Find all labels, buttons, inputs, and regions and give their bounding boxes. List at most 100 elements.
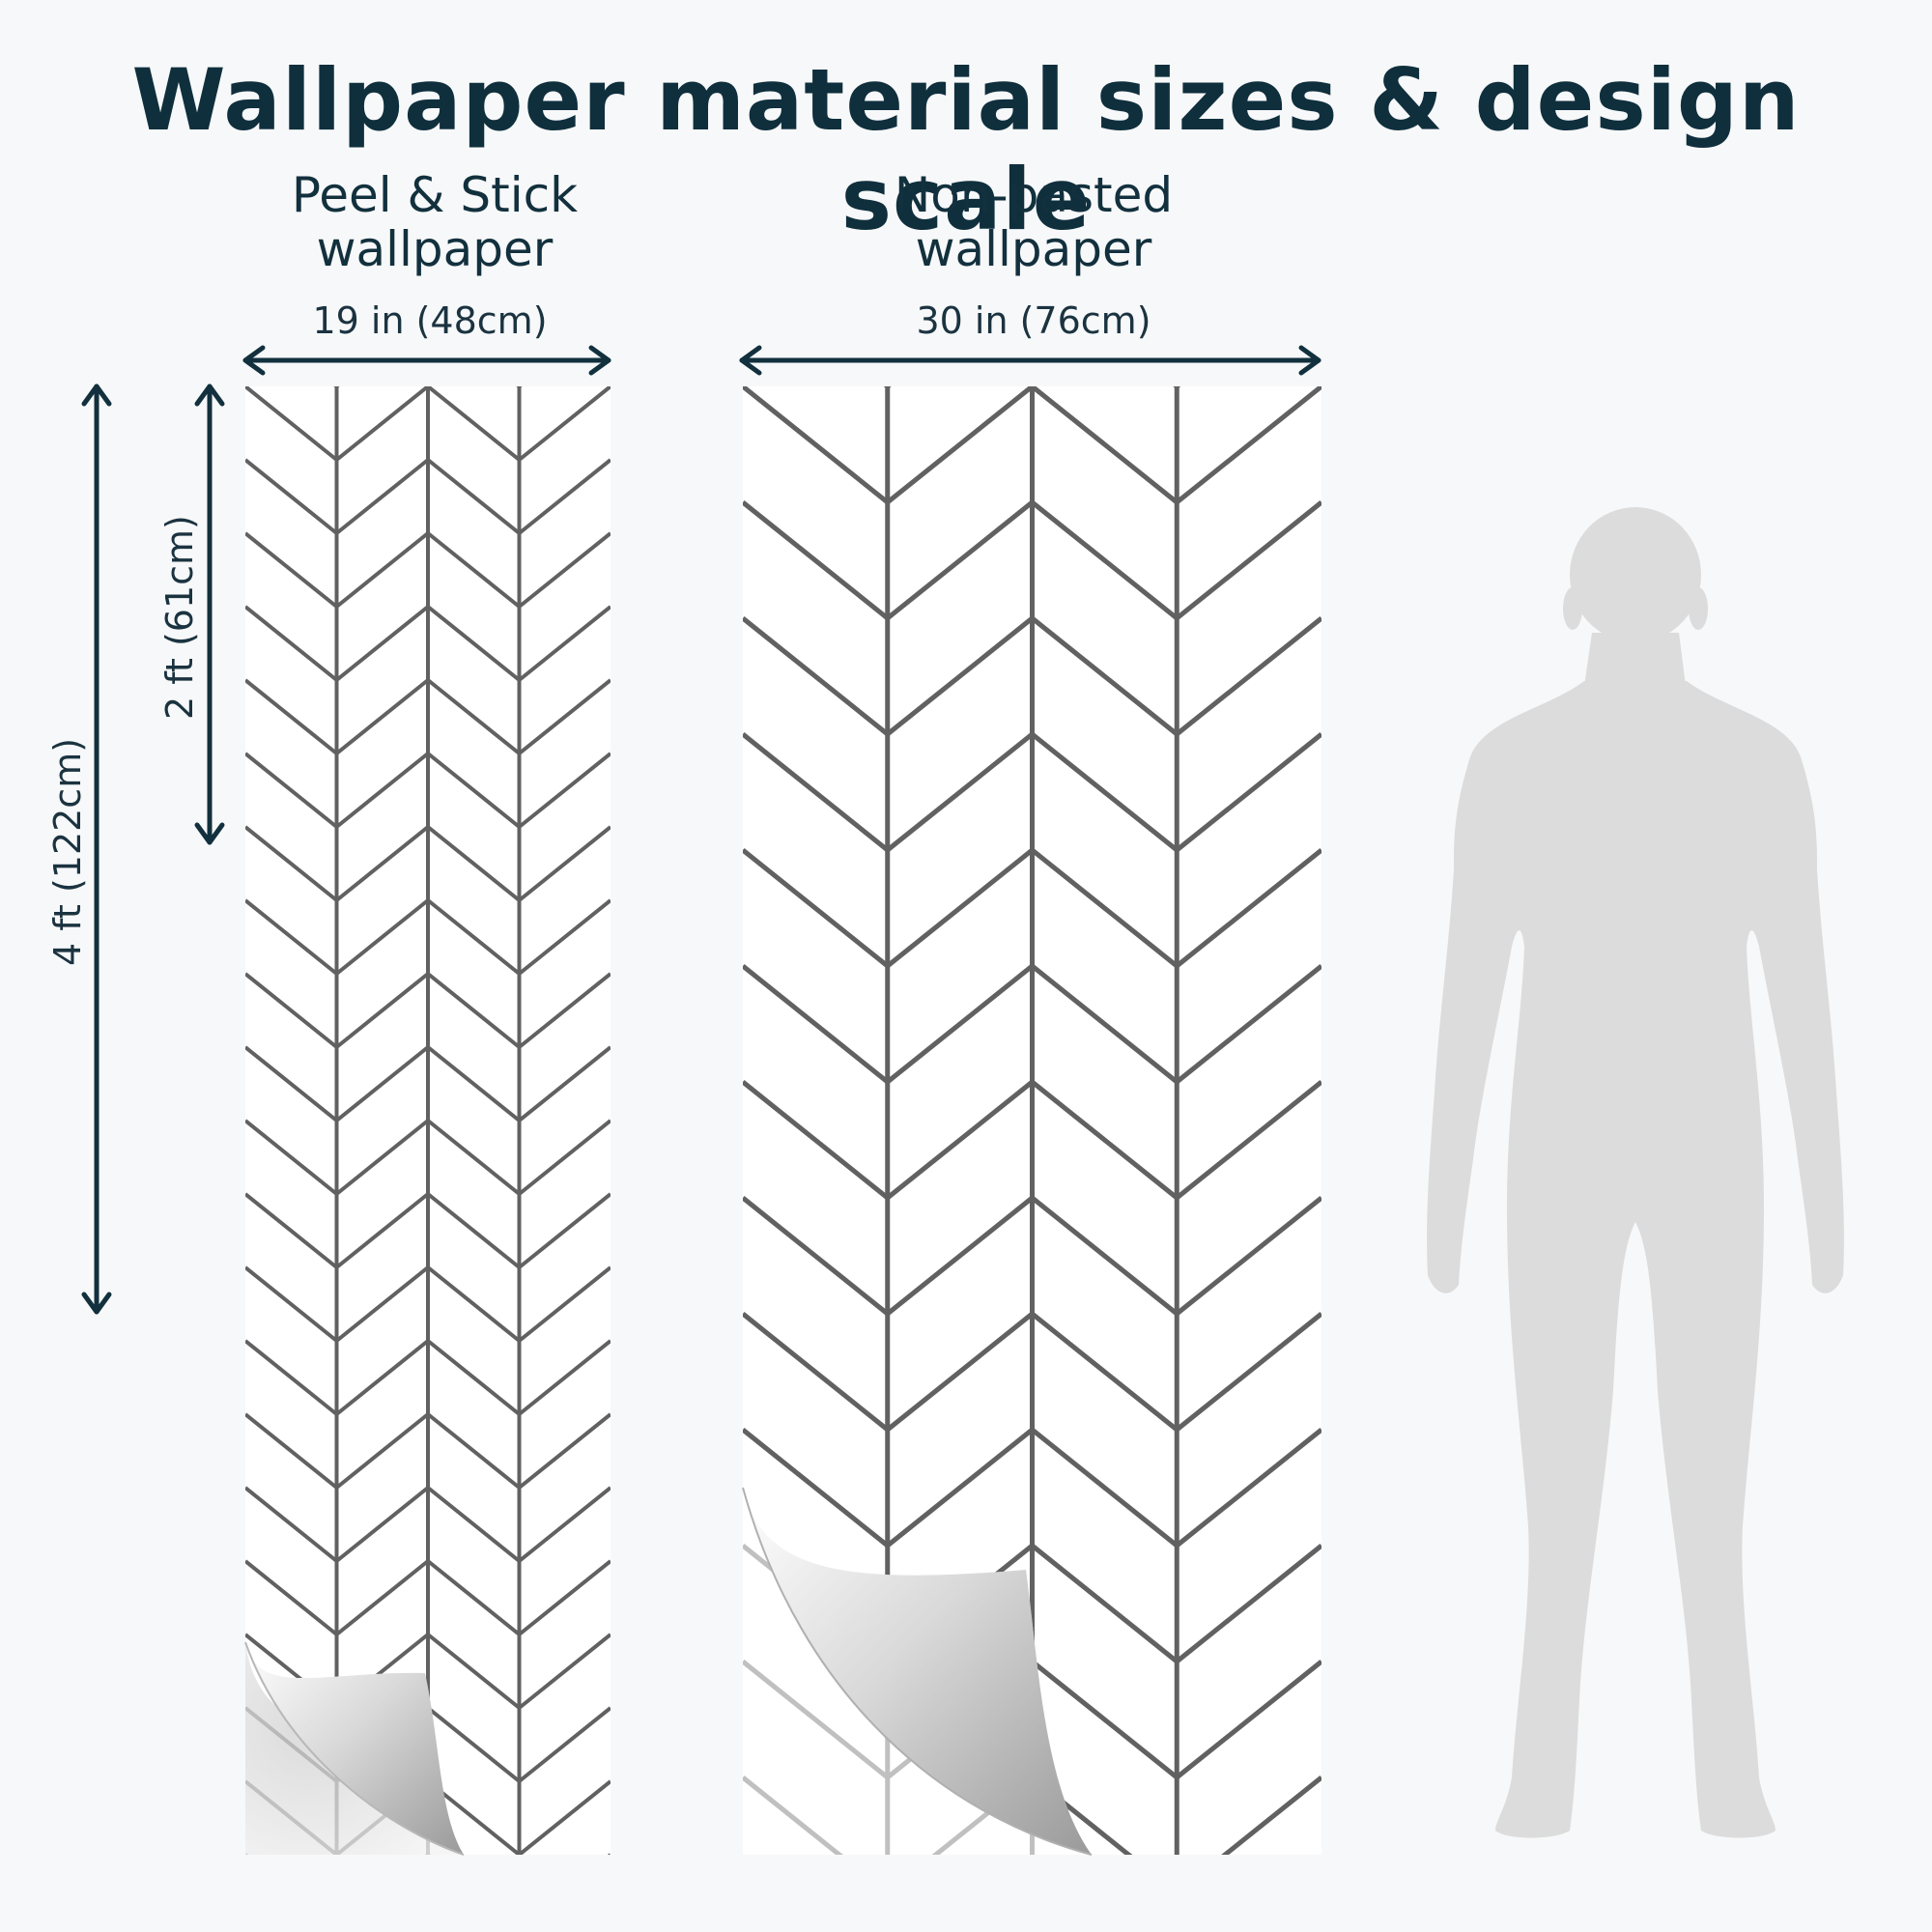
pattern-line — [335, 605, 430, 682]
pattern-line — [1030, 616, 1179, 736]
non-pasted-corner-curl — [742, 1487, 1093, 1856]
pattern-line — [335, 1045, 430, 1122]
pattern-line — [245, 531, 338, 609]
pattern-line — [1175, 616, 1321, 736]
pattern-line — [424, 1853, 428, 1855]
pattern-line — [1175, 386, 1321, 504]
pattern-line — [426, 1486, 521, 1563]
pattern-line — [335, 898, 430, 976]
pattern-line — [1175, 1428, 1321, 1548]
pattern-line — [245, 825, 338, 902]
pattern-line — [1177, 386, 1181, 388]
height-arrow-short — [194, 384, 225, 845]
pattern-line — [743, 1080, 890, 1200]
pattern-line — [1030, 386, 1179, 504]
height-arrow-tall — [81, 384, 112, 1315]
pattern-line — [335, 825, 430, 902]
pattern-line — [1030, 1544, 1179, 1663]
pattern-line — [335, 1559, 430, 1636]
non-pasted-width-label: 30 in (76cm) — [916, 299, 1151, 342]
pattern-line — [335, 1119, 430, 1196]
pattern-line — [886, 386, 1035, 504]
pattern-line — [1030, 1196, 1179, 1316]
pattern-line — [426, 1633, 521, 1710]
pattern-line — [518, 531, 611, 609]
pattern-line — [518, 605, 611, 682]
pattern-line — [518, 898, 611, 976]
pattern-line — [1175, 964, 1321, 1084]
pattern-line — [518, 972, 611, 1049]
pattern-line — [518, 1119, 611, 1196]
pattern-line — [516, 386, 520, 388]
peel-stick-width-label: 19 in (48cm) — [312, 299, 548, 342]
pattern-line — [426, 1119, 521, 1196]
pattern-line — [743, 616, 890, 736]
pattern-line — [518, 1486, 611, 1563]
pattern-line — [335, 752, 430, 829]
peel-stick-label: Peel & Stick wallpaper — [246, 168, 623, 276]
pattern-line — [1175, 848, 1321, 968]
pattern-line — [245, 1192, 338, 1269]
pattern-line — [426, 1265, 521, 1343]
pattern-line — [518, 1706, 611, 1783]
pattern-line — [886, 848, 1035, 968]
pattern-line — [426, 1339, 521, 1416]
pattern-line — [245, 752, 338, 829]
pattern-line — [245, 386, 338, 462]
pattern-line — [1030, 500, 1179, 620]
pattern-line — [426, 386, 521, 462]
pattern-line — [518, 678, 611, 755]
pattern-line — [1175, 1312, 1321, 1432]
pattern-line — [743, 500, 890, 620]
pattern-line — [245, 898, 338, 976]
pattern-line — [335, 458, 430, 535]
pattern-line — [743, 1428, 890, 1548]
pattern-line — [245, 1559, 338, 1636]
pattern-line — [1173, 386, 1178, 388]
pattern-line — [428, 1853, 432, 1855]
pattern-line — [336, 386, 340, 388]
pattern-line — [335, 972, 430, 1049]
pattern-line — [1177, 1893, 1321, 1932]
peel-stick-name-line2: wallpaper — [316, 221, 554, 277]
pattern-line — [886, 1196, 1035, 1316]
pattern-line — [607, 1853, 611, 1855]
pattern-line — [518, 386, 611, 462]
pattern-line — [245, 678, 338, 755]
pattern-line — [245, 605, 338, 682]
pattern-line — [335, 1339, 430, 1416]
pattern-line — [245, 1412, 338, 1490]
pattern-line — [518, 825, 611, 902]
peel-stick-name-line1: Peel & Stick — [291, 167, 579, 223]
pattern-line — [518, 1412, 611, 1490]
pattern-line — [518, 1045, 611, 1122]
pattern-line — [245, 1339, 338, 1416]
width-arrow-peel-stick — [242, 345, 611, 376]
pattern-line — [335, 1486, 430, 1563]
pattern-line — [883, 386, 888, 388]
pattern-line — [886, 616, 1035, 736]
pattern-line — [518, 1192, 611, 1269]
pattern-line — [1030, 1312, 1179, 1432]
pattern-line — [426, 1412, 521, 1490]
pattern-line — [426, 458, 521, 535]
pattern-line — [886, 732, 1035, 852]
pattern-line — [1030, 1428, 1179, 1548]
pattern-line — [888, 1893, 1033, 1932]
pattern-line — [1175, 732, 1321, 852]
pattern-line — [245, 1486, 338, 1563]
pattern-line — [426, 1045, 521, 1122]
pattern-line — [426, 1559, 521, 1636]
pattern-line — [245, 1853, 249, 1855]
pattern-line — [518, 1265, 611, 1343]
pattern-line — [518, 1633, 611, 1710]
pattern-line — [518, 1339, 611, 1416]
width-arrow-non-pasted — [739, 345, 1321, 376]
pattern-line — [426, 678, 521, 755]
pattern-line — [1221, 1776, 1321, 1855]
pattern-line — [886, 964, 1035, 1084]
pattern-line — [886, 1428, 1035, 1548]
pattern-line — [1175, 1080, 1321, 1200]
pattern-line — [426, 898, 521, 976]
